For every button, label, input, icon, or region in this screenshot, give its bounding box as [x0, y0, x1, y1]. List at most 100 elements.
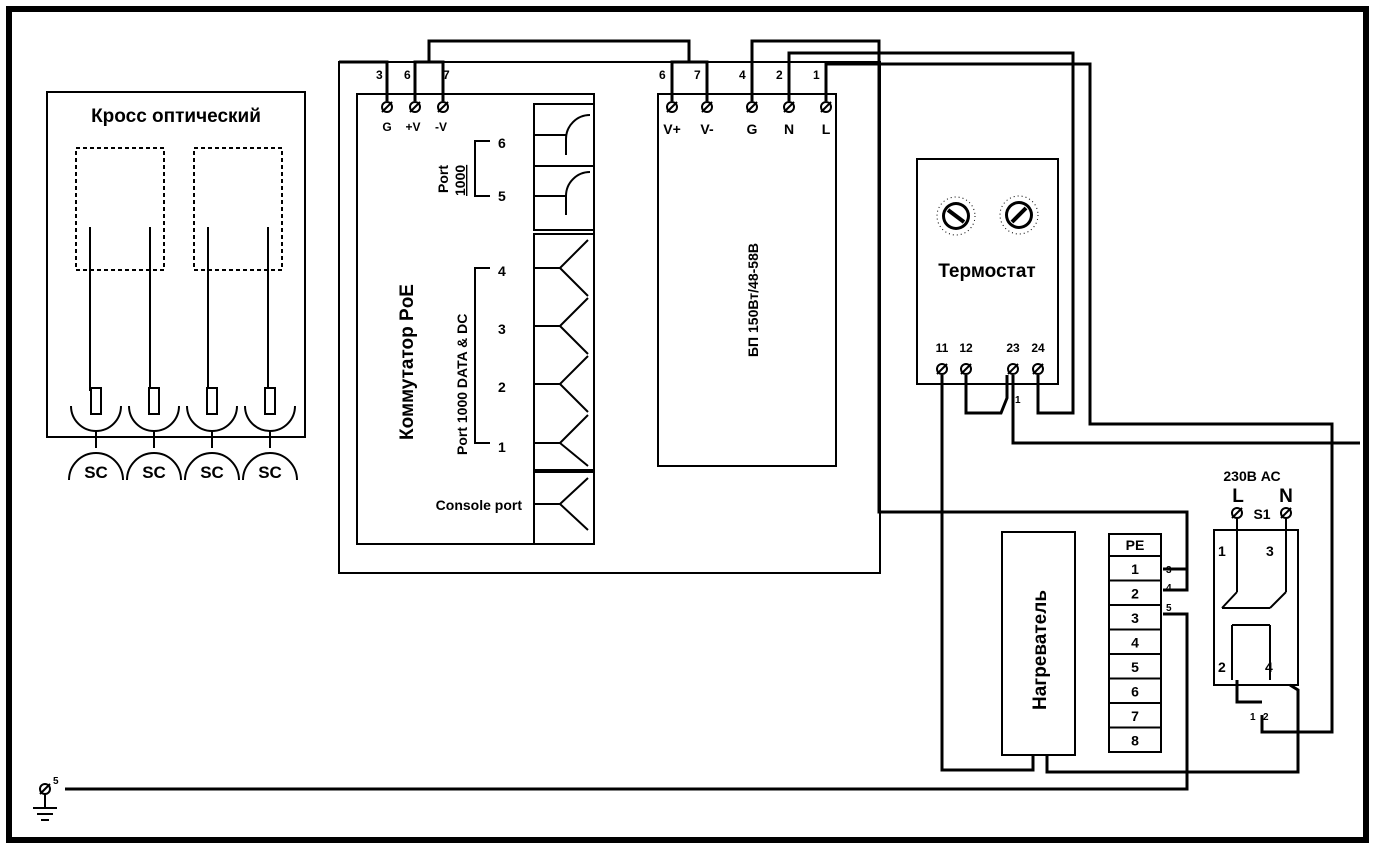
- sc-label: SC: [200, 463, 224, 482]
- terminal-screw-icon: [1007, 363, 1019, 375]
- switch-terminal-g-number: 3: [376, 68, 383, 82]
- s1-pin-2: 2: [1218, 659, 1226, 675]
- ferrule-icon: [264, 387, 276, 415]
- poe-ports-block: [533, 233, 595, 471]
- sc-connector[interactable]: SC: [126, 387, 182, 482]
- thermostat-terminal[interactable]: 11: [936, 341, 949, 375]
- s1-bottom-mark-2: 2: [1263, 712, 1269, 723]
- terminal-screw-icon: [960, 363, 972, 375]
- switch-terminal-plus-v-label: +V: [405, 120, 420, 134]
- terminal-block-header: PE: [1126, 537, 1145, 553]
- sc-label: SC: [258, 463, 282, 482]
- psu-terminal-number: 6: [659, 68, 666, 82]
- psu-terminal-label: L: [822, 121, 831, 137]
- s1-body: [1213, 529, 1299, 686]
- terminal-block-row: 1: [1131, 561, 1139, 577]
- cassette-right: [193, 147, 283, 271]
- sc-label: SC: [84, 463, 108, 482]
- terminal-block-row: 2: [1131, 586, 1139, 602]
- sc-connector[interactable]: SC: [184, 387, 240, 482]
- heater-body: [1001, 531, 1076, 756]
- psu-body: [657, 93, 837, 467]
- psu-title: БП 150Вт/48-58В: [745, 243, 761, 357]
- optical-cross-box: [46, 91, 306, 438]
- heater-title: Нагреватель: [1030, 590, 1051, 710]
- terminal-screw-icon: [701, 101, 713, 113]
- switch-terminal-minus-v[interactable]: 7 -V: [435, 68, 450, 134]
- terminal-screw-icon: [381, 101, 393, 113]
- poe-port-number-2: 2: [498, 379, 506, 395]
- sc-connector[interactable]: SC: [242, 387, 298, 482]
- sc-connector-group: SC SC SC SC: [68, 387, 298, 482]
- terminal-block-row: 6: [1131, 684, 1139, 700]
- thermostat: Термостат 11 12 23 24: [916, 158, 1059, 385]
- terminal-block-frame: [1108, 533, 1162, 753]
- thermostat-terminal-number: 12: [959, 341, 973, 355]
- port1000-number-5: 5: [498, 188, 506, 204]
- psu-terminal[interactable]: 6V+: [659, 68, 681, 137]
- tb-wire-mark-5: 5: [1166, 603, 1172, 614]
- thermostat-terminal-number: 24: [1031, 341, 1045, 355]
- terminal-block-row: 3: [1131, 610, 1139, 626]
- s1-pin-1: 1: [1218, 543, 1226, 559]
- terminal-screw-icon: [746, 101, 758, 113]
- psu-terminal-label: V+: [663, 121, 681, 137]
- ferrule-icon: [206, 387, 218, 415]
- switch-terminal-g-label: G: [382, 120, 391, 134]
- switch-terminal-plus-v[interactable]: 6 +V: [404, 68, 421, 134]
- wiring: [65, 39, 1360, 791]
- psu-terminal[interactable]: 1L: [813, 68, 832, 137]
- thermostat-terminal[interactable]: 12: [959, 341, 973, 375]
- poe-ports-label: Port 1000 DATA & DC: [454, 314, 470, 455]
- optical-port-icon: [565, 114, 591, 155]
- terminal-screw-icon: [820, 101, 832, 113]
- s1-terminal-n[interactable]: [1280, 507, 1292, 519]
- psu-terminal[interactable]: 4G: [739, 68, 758, 137]
- thermostat-dial-right-icon[interactable]: [999, 195, 1039, 235]
- outer-frame: [6, 6, 1369, 843]
- optical-cross-title: Кросс оптический: [91, 106, 261, 127]
- optical-cross: Кросс оптический SC SC SC SC: [46, 91, 306, 482]
- thermostat-title: Термостат: [938, 261, 1036, 282]
- psu-terminal-number: 2: [776, 68, 783, 82]
- thermostat-terminal[interactable]: 23: [1006, 341, 1020, 375]
- psu-terminal-label: N: [784, 121, 794, 137]
- heater: Нагреватель: [1001, 531, 1076, 756]
- s1-n-label: N: [1279, 486, 1293, 507]
- switch-terminal-plus-v-number: 6: [404, 68, 411, 82]
- terminal-block-row: 5: [1131, 659, 1139, 675]
- sc-connector[interactable]: SC: [68, 387, 124, 482]
- poe-switch: 3 G 6 +V 7 -V Коммутатор PoE Port 1000 6…: [338, 61, 881, 574]
- psu-terminal-number: 4: [739, 68, 746, 82]
- ground-icon: [33, 783, 57, 821]
- switch-terminal-minus-v-number: 7: [443, 68, 450, 82]
- s1-terminal-l[interactable]: [1231, 507, 1243, 519]
- switch-enclosure: [338, 61, 881, 574]
- terminal-screw-icon: [409, 101, 421, 113]
- psu-terminal[interactable]: 2N: [776, 68, 795, 137]
- port1000-number-6: 6: [498, 135, 506, 151]
- terminal-screw-icon: [936, 363, 948, 375]
- psu-terminal[interactable]: 7V-: [694, 68, 714, 137]
- psu-terminal-number: 1: [813, 68, 820, 82]
- s1-pin-3: 3: [1266, 543, 1274, 559]
- ferrule-icon: [148, 387, 160, 415]
- psu-terminal-label: G: [747, 121, 758, 137]
- ferrule-icon: [90, 387, 102, 415]
- console-port-block: [533, 471, 595, 545]
- thermostat-wire-mark: 1: [1015, 395, 1021, 406]
- thermostat-body: [916, 158, 1059, 385]
- terminal-screw-icon: [1032, 363, 1044, 375]
- port1000-label-line2: 1000: [452, 165, 468, 196]
- thermostat-terminal[interactable]: 24: [1031, 341, 1045, 375]
- poe-port-number-3: 3: [498, 321, 506, 337]
- s1-bottom-mark-1: 1: [1250, 712, 1256, 723]
- console-port-label: Console port: [436, 497, 523, 513]
- terminal-block-row: 8: [1131, 733, 1139, 749]
- switch-terminal-g[interactable]: 3 G: [376, 68, 393, 134]
- terminal-screw-icon: [437, 101, 449, 113]
- thermostat-dial-left-icon[interactable]: [936, 196, 976, 236]
